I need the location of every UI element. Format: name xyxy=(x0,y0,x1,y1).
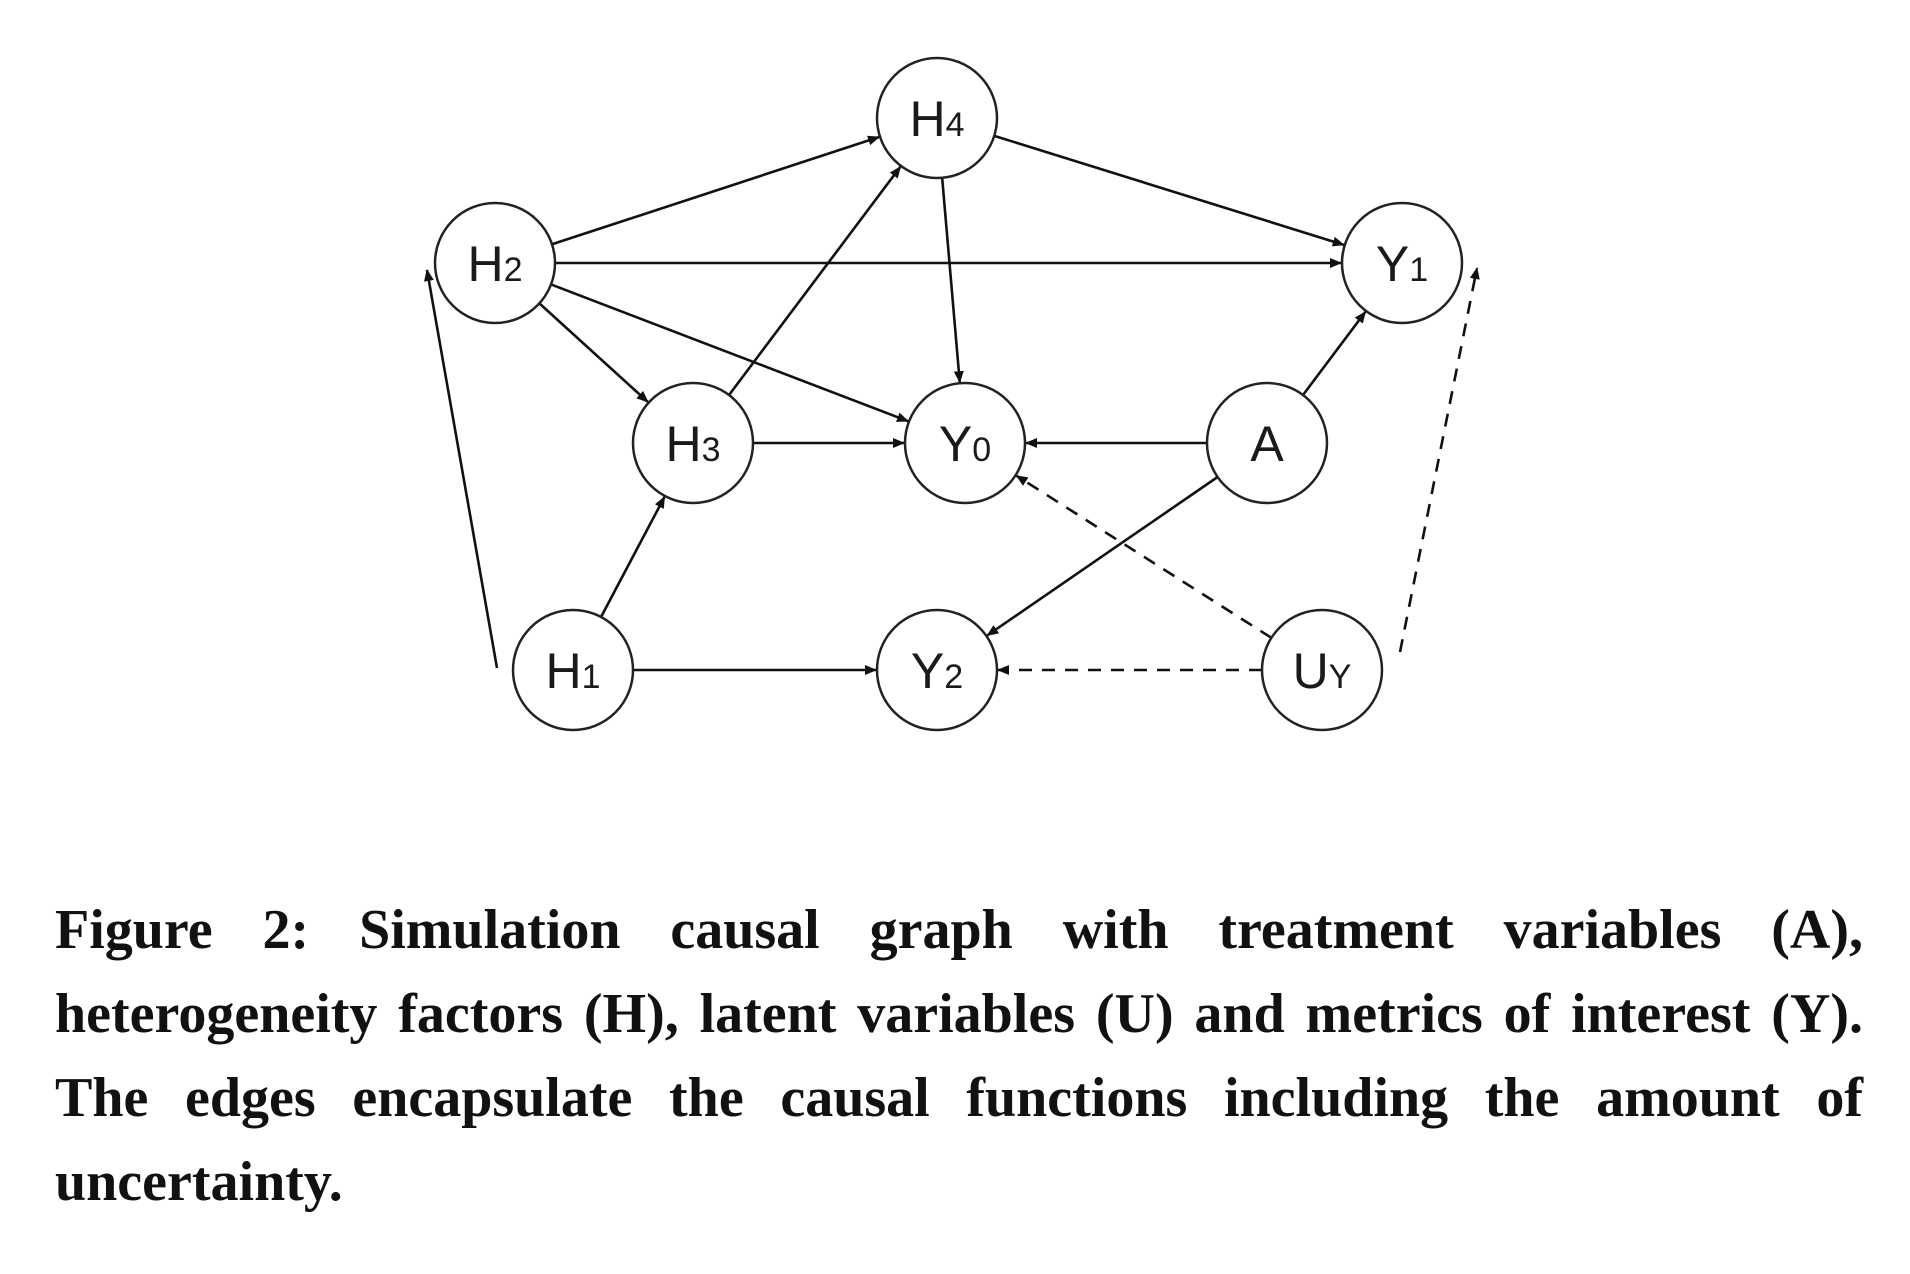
edge-h1-to-h3 xyxy=(599,496,666,618)
node-circle xyxy=(875,608,999,732)
node-y1: Y1 xyxy=(1340,201,1464,325)
node-circle xyxy=(1260,608,1384,732)
node-uy: UY xyxy=(1260,608,1384,732)
node-label: H1 xyxy=(545,643,600,699)
edge-h1-to-h2 xyxy=(423,269,499,669)
node-h3: H3 xyxy=(631,381,755,505)
edge-h2-to-y0 xyxy=(550,283,909,423)
edge-a-to-y1 xyxy=(1301,310,1367,396)
figure-caption: Figure 2: Simulation causal graph with t… xyxy=(55,899,1863,1213)
node-circle xyxy=(875,56,999,180)
node-circle xyxy=(433,201,557,325)
edge-uy-to-y1 xyxy=(1398,267,1480,653)
node-label: Y1 xyxy=(1376,236,1428,292)
edge-uy-to-y0 xyxy=(1015,474,1273,639)
node-label: Y0 xyxy=(939,416,991,472)
node-h2: H2 xyxy=(433,201,557,325)
node-a: A xyxy=(1205,381,1329,505)
node-label: Y2 xyxy=(911,643,963,699)
node-circle xyxy=(1205,381,1329,505)
node-label: H4 xyxy=(909,91,964,147)
node-circle xyxy=(631,381,755,505)
edge-h4-to-y0 xyxy=(940,177,964,384)
node-circle xyxy=(903,381,1027,505)
node-y0: Y0 xyxy=(903,381,1027,505)
edges-layer xyxy=(423,134,1480,675)
edge-h2-to-h3 xyxy=(538,302,649,403)
node-y2: Y2 xyxy=(875,608,999,732)
node-h1: H1 xyxy=(511,608,635,732)
edge-h2-to-h4 xyxy=(551,135,880,246)
node-h4: H4 xyxy=(875,56,999,180)
node-circle xyxy=(1340,201,1464,325)
edge-h3-to-h4 xyxy=(727,165,902,396)
node-label: H2 xyxy=(467,236,522,292)
node-label: A xyxy=(1250,416,1284,472)
edge-a-to-y2 xyxy=(986,475,1219,637)
node-label: UY xyxy=(1293,643,1352,699)
edge-h4-to-y1 xyxy=(993,134,1345,247)
node-circle xyxy=(511,608,635,732)
node-label: H3 xyxy=(665,416,720,472)
